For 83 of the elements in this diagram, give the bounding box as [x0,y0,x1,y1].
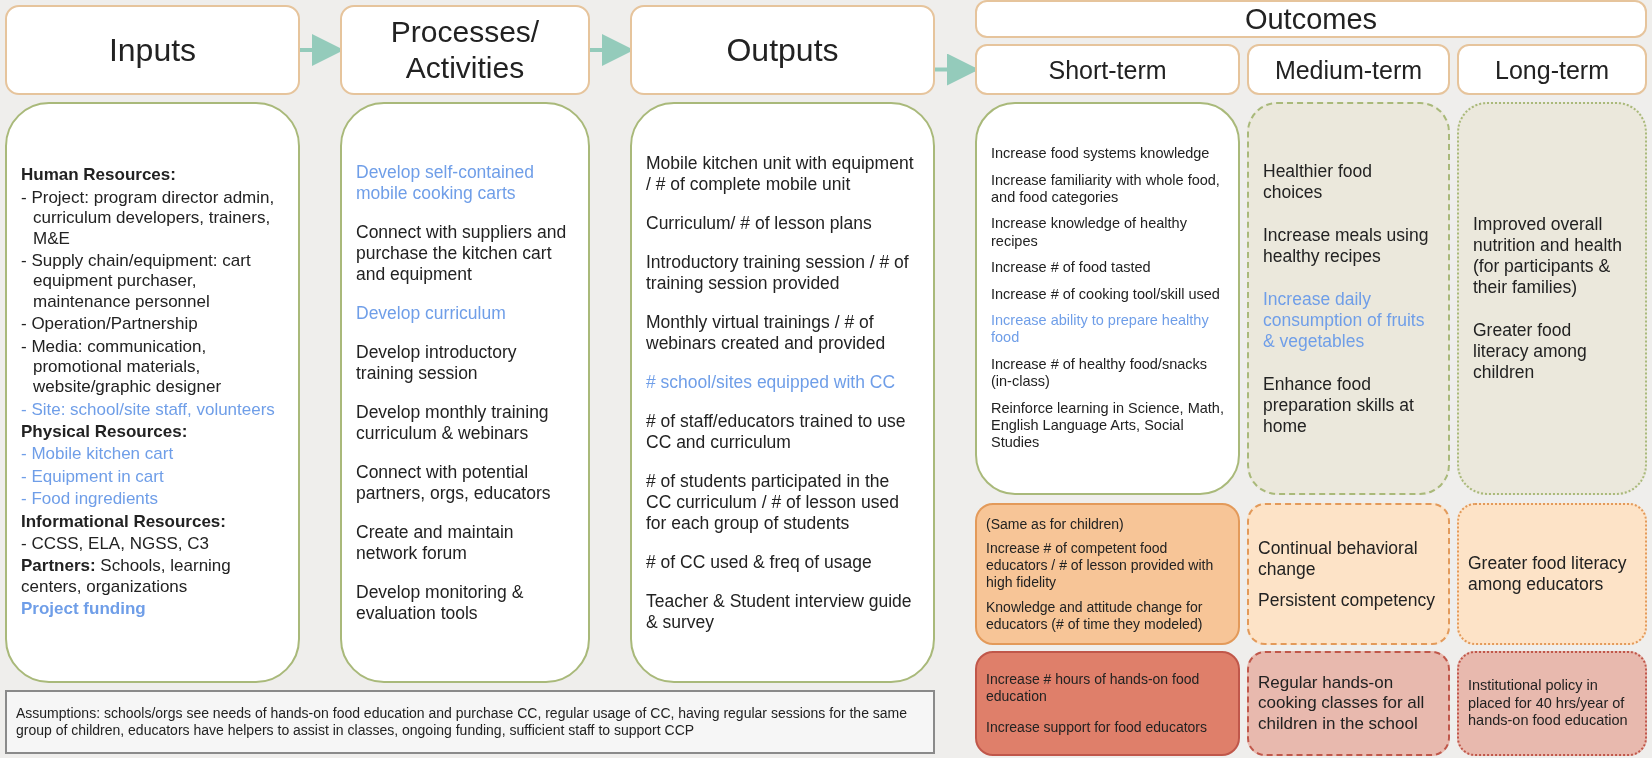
output-text: # of CC used & freq of usage [646,551,873,573]
header-box [340,5,590,95]
outcome-text: Improved overall nutrition and health (for participants & their families) [1473,214,1623,298]
header-label: Outcomes [1244,1,1378,37]
list-item: - Media: communication, promotional materials, website/graphic designer [21,336,223,398]
outcome-text: (Same as for children) [986,515,1125,533]
outcome-text: Increase support for food educators [986,718,1209,736]
outcomes-panel [1457,651,1647,756]
header-box [975,44,1240,95]
outcome-text: Increase knowledge of healthy recipes [991,215,1188,251]
outcome-text: Institutional policy in placed for 40 hrs/year of hands-on food education [1468,677,1629,730]
outcome-text: Greater food literacy among children [1473,320,1588,383]
outcome-text: Increase familiarity with whole food, and food categories [991,171,1221,207]
output-text: Curriculum/ # of lesson plans [646,212,873,234]
outcome-text: Greater food literacy among educators [1468,553,1628,595]
header-box [5,5,300,95]
inputs-panel [5,102,300,683]
activity-text: Connect with suppliers and purchase the kitchen cart and equipment [356,221,568,285]
activities-panel [340,102,590,683]
output-text: # of students participated in the CC curriculum / # of lesson used for each group of students [646,470,900,534]
output-text: Introductory training session / # of training session provided [646,251,910,294]
outcome-text: Increase meals using healthy recipes [1263,224,1430,267]
output-text: Monthly virtual trainings / # of webinars created and provided [646,311,887,354]
list-item: - Mobile kitchen cart [21,444,175,465]
outcome-text: Increase # of food tasted [991,259,1152,277]
outcome-text: Continual behavioral change [1258,537,1419,580]
outcomes-panel [975,102,1240,495]
list-item: Project funding [21,599,147,620]
section-heading: Informational Resources: [21,511,227,533]
activity-text: Connect with potential partners, orgs, educators [356,461,552,504]
activity-text: Develop monthly training curriculum & webinars [356,401,550,444]
header-box [630,5,935,95]
activity-text: Develop monitoring & evaluation tools [356,581,525,624]
section-heading: Physical Resources: [21,422,189,443]
section-heading: Human Resources: [21,165,177,186]
outcome-text: Increase ability to prepare healthy food [991,312,1210,347]
outcomes-panel [1247,102,1450,495]
outcome-text: Reinforce learning in Science, Math, English Language Arts, Social Studies [991,399,1224,452]
outcome-text: Healthier food choices [1263,160,1373,203]
list-item: - Site: school/site staff, volunteers [21,399,276,421]
header-label: Outputs [726,30,839,70]
header-label: Medium-term [1274,54,1423,85]
list-item: - Project: program director admin, curriculum developers, trainers, M&E [21,187,276,249]
list-item: - CCSS, ELA, NGSS, C3 [21,534,210,555]
list-item: - Operation/Partnership [21,314,199,335]
activity-text: Develop curriculum [356,302,507,324]
list-item: - Food ingredients [21,489,160,510]
outcome-text: Persistent competency [1258,589,1437,611]
outcome-text: Increase # hours of hands-on food education [986,671,1201,705]
outcome-text: Regular hands-on cooking classes for all children in the school [1258,672,1426,735]
activity-text: Develop self-contained mobile cooking carts [356,161,536,204]
outcomes-panel [1247,651,1450,756]
header-label: Processes/ Activities [389,14,541,86]
header-box [1457,44,1647,95]
list-item: - Equipment in cart [21,466,165,488]
header-label: Inputs [108,30,197,70]
outcomes-panel [1457,503,1647,645]
output-text: # school/sites equipped with CC [646,371,897,393]
output-text: # of staff/educators trained to use CC and curriculum [646,410,907,453]
assumptions-text: Assumptions: schools/orgs see needs of hands-on food education and purchase CC, regular usage of CC, having regular sessions for the same group of children, educators have helpers to assist in classes, ongoing funding, sufficient staff to support CCP [16,705,909,739]
list-item: - Supply chain/equipment: cart equipment purchaser, maintenance personnel [21,250,252,313]
assumptions-box [5,690,935,754]
activity-text: Develop introductory training session [356,341,518,384]
outcomes-panel [1457,102,1647,495]
header-box [1247,44,1450,95]
header-label: Short-term [1048,54,1167,85]
outcome-text: Increase food systems knowledge [991,145,1211,163]
outcomes-panel [1247,503,1450,645]
outputs-panel [630,102,935,683]
output-text: Mobile kitchen unit with equipment / # of complete mobile unit [646,152,915,195]
header-box [975,0,1647,38]
outcome-text: Increase # of cooking tool/skill used [991,285,1221,303]
outcome-text: Knowledge and attitude change for educators (# of time they modeled) [986,598,1204,633]
activity-text: Create and maintain network forum [356,521,515,564]
outcome-text: Increase # of competent food educators / # of lesson provided with high fidelity [986,540,1215,591]
outcomes-panel [975,503,1240,645]
outcome-text: Increase # of healthy food/snacks (in-class) [991,355,1209,391]
outcome-text: Increase daily consumption of fruits & vegetables [1263,288,1426,352]
list-item: Partners: Schools, learning centers, organizations [21,556,232,598]
outcome-text: Enhance food preparation skills at home [1263,373,1415,437]
output-text: Teacher & Student interview guide & survey [646,590,913,633]
header-label: Long-term [1495,54,1609,85]
outcomes-panel [975,651,1240,756]
